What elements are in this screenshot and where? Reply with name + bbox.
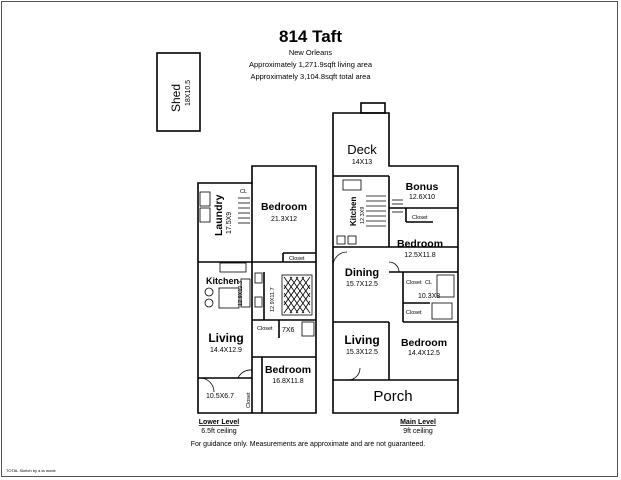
main-bedroom2-name: Bedroom <box>401 337 447 349</box>
main-kitchen-dims: 12.3X9 <box>360 207 366 224</box>
main-bedroom1-name: Bedroom <box>397 238 443 250</box>
main-bonus-name: Bonus <box>406 181 439 193</box>
main-living-dims: 15.3X12.5 <box>346 349 378 356</box>
shed-dims: 18X10.5 <box>185 80 192 106</box>
lower-bath-dims: 12.9X11.7 <box>270 287 276 312</box>
lower-level-caption: Lower Level <box>199 419 240 426</box>
lower-closet3-label: Closet <box>246 392 252 408</box>
page-title: 814 Taft <box>279 27 342 46</box>
main-porch-name: Porch <box>373 388 412 405</box>
main-bedroom2-dims: 14.4X12.5 <box>408 350 440 357</box>
lower-laundry-name: Laundry <box>213 194 225 236</box>
main-closet3-label: Closet <box>406 310 422 316</box>
main-level-outline <box>332 112 459 414</box>
shed-name: Shed <box>169 84 183 112</box>
main-bonus-dims: 12.6X10 <box>409 194 435 201</box>
lower-laundry-dims: 17.5X9 <box>226 212 233 234</box>
total-area-label: Approximately 3,104.8sqft total area <box>250 72 371 81</box>
lower-bedroom1-name: Bedroom <box>261 201 307 213</box>
shed-outline <box>156 52 201 132</box>
main-deck-dims: 14X13 <box>352 159 372 166</box>
lower-closet2-label: Closet <box>257 326 273 332</box>
lower-cl-label: CL <box>240 189 247 195</box>
main-closet2-label: Closet <box>406 280 422 286</box>
main-kitchen-name: Kitchen <box>349 197 358 226</box>
main-ceiling-caption: 9ft ceiling <box>403 428 433 435</box>
lower-ceiling-caption: 6.5ft ceiling <box>201 428 237 435</box>
lower-bedroom2-name: Bedroom <box>265 364 311 376</box>
lower-bedroom1-dims: 21.3X12 <box>271 216 297 223</box>
lower-kitchen-dims: 12.9X12.3 <box>238 281 244 306</box>
main-dining-dims: 15.7X12.5 <box>346 281 378 288</box>
lower-bedroom2-dims: 16.8X11.8 <box>272 378 304 385</box>
lower-hall-dims: 7X6 <box>282 327 295 334</box>
disclaimer-text: For guidance only. Measurements are appr… <box>191 441 426 448</box>
main-bath-dims: 10.3X8 <box>418 293 440 300</box>
main-closet1-label: Closet <box>412 215 428 221</box>
city-label: New Orleans <box>288 48 333 57</box>
main-cl-label: CL <box>425 280 432 286</box>
lower-kitchen-name: Kitchen <box>206 276 239 286</box>
main-living-name: Living <box>344 333 379 347</box>
main-level-caption: Main Level <box>400 419 436 426</box>
credit-text: TOTAL Sketch by a la mode <box>6 468 57 473</box>
living-area-label: Approximately 1,271.9sqft living area <box>249 60 372 69</box>
main-deck-name: Deck <box>347 142 377 157</box>
main-bedroom1-dims: 12.5X11.8 <box>404 252 436 259</box>
lower-living-name: Living <box>208 331 243 345</box>
lower-storage-dims: 10.5X6.7 <box>206 393 234 400</box>
lower-living-dims: 14.4X12.9 <box>210 347 242 354</box>
lower-closet1-label: Closet <box>289 256 305 262</box>
main-dining-name: Dining <box>345 267 379 279</box>
